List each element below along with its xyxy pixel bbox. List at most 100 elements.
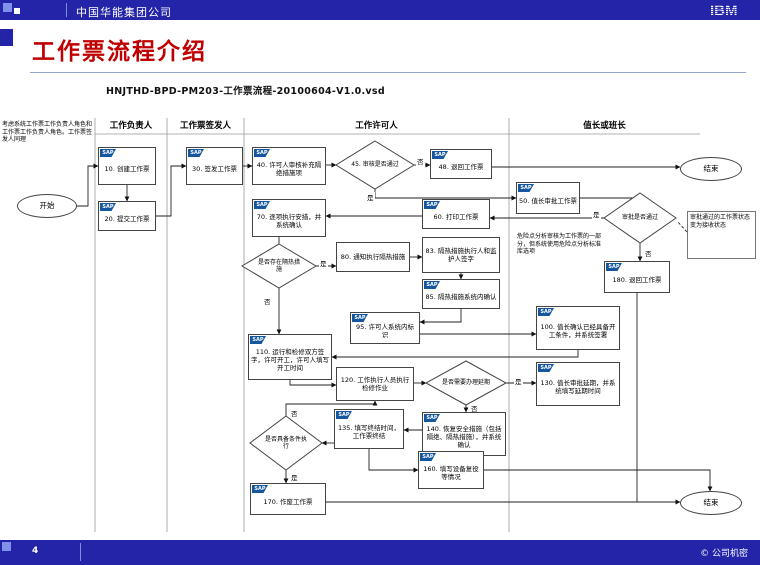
edge-label: 是 <box>592 209 601 219</box>
flow-n85: SAP 85. 隔热措施系统内确认 <box>422 279 500 309</box>
flow-edge <box>77 163 99 207</box>
edge-label: 否 <box>263 296 272 306</box>
edge-label: 否 <box>644 248 653 258</box>
sap-icon: SAP <box>432 151 448 159</box>
title-accent <box>0 29 13 46</box>
flow-label: 10. 创建工作票 <box>104 164 150 173</box>
confidential-label: © 公司机密 <box>700 549 748 559</box>
decor-divider <box>66 3 67 17</box>
flow-edge <box>374 189 517 201</box>
sap-icon: SAP <box>336 411 352 419</box>
flow-edge <box>285 400 378 416</box>
flow-n100: SAP 100. 值长确认已经具备开工条件，并系统签署 <box>536 306 620 350</box>
sap-icon: SAP <box>538 308 554 316</box>
flow-edge <box>368 449 419 473</box>
flow-label: 120. 工作执行人员执行检修作业 <box>340 375 410 392</box>
decor-square-icon <box>14 8 20 14</box>
bottom-bar: 4 © 公司机密 <box>0 540 760 565</box>
sap-icon: SAP <box>424 281 440 289</box>
flow-n48: SAP 48. 退回工作票 <box>430 149 492 179</box>
flow-n170: SAP 170. 作废工作票 <box>250 483 326 515</box>
lane-header-4: 值长或班长 <box>583 121 626 131</box>
flow-n83: 83. 隔热措施执行人和监护人签字 <box>422 237 500 273</box>
flow-label: 85. 隔热措施系统内确认 <box>425 292 497 301</box>
flow-dA: 审批是否通过 <box>604 193 676 243</box>
flow-label: 60. 打印工作票 <box>433 212 479 221</box>
sap-icon: SAP <box>424 414 440 422</box>
flow-label: 开始 <box>39 201 55 211</box>
flow-label: 结束 <box>703 164 719 174</box>
flow-n60: SAP 60. 打印工作票 <box>422 199 490 229</box>
flow-label: 70. 逐项执行安措，并系统确认 <box>256 212 322 229</box>
flow-n30: SAP 30. 签发工作票 <box>186 147 243 185</box>
flow-label: 是否存在隔热措施 <box>257 258 300 274</box>
decision-shape <box>241 243 317 289</box>
flow-noteL: 考虑系统工作票工作负责人角色和工作票工作负责人角色。工作票签发人同理 <box>2 121 92 173</box>
flow-label: 是否需要办理延期 <box>441 379 490 387</box>
flow-end2: 结束 <box>680 491 742 515</box>
flow-dCond: 是否具备条件执行 <box>250 416 322 470</box>
lane-header-1: 工作负责人 <box>109 121 153 131</box>
flow-edge <box>484 469 713 492</box>
sap-icon: SAP <box>100 203 116 211</box>
flow-label: 110. 运行和检修双方签字，许可开工，许可人填写开工时间 <box>251 347 329 373</box>
flow-n80: 80. 通知执行隔热措施 <box>336 242 410 272</box>
ibm-logo-text: IBM <box>710 2 738 18</box>
flow-noteR: 审批通过的工作票状态变为接收状态 <box>687 211 756 259</box>
flow-label: 50. 值长审批工作票 <box>519 196 577 205</box>
flow-label: 结束 <box>703 498 719 508</box>
flow-label: 180. 退回工作票 <box>612 275 662 284</box>
decision-shape <box>335 140 415 190</box>
flow-label: 100. 值长确认已经具备开工条件，并系统签署 <box>540 322 616 339</box>
flow-label: 95. 许可人系统内标识 <box>356 322 414 339</box>
flow-edge <box>419 309 462 325</box>
flow-d45: 45. 审核是否通过 <box>336 141 414 189</box>
flow-edge <box>331 350 579 360</box>
flow-noteM: 危险点分析审核为工作票的一部分，但系统使用危险点分析标准库选项 <box>517 233 603 273</box>
title-rule <box>30 72 746 73</box>
ibm-logo: IBM <box>710 2 738 18</box>
flow-n70: SAP 70. 逐项执行安措，并系统确认 <box>252 199 326 237</box>
edge-label: 否 <box>416 156 425 166</box>
decor-square-icon <box>3 3 12 12</box>
flow-n180: SAP 180. 退回工作票 <box>604 261 670 293</box>
flow-label: 是否具备条件执行 <box>264 435 307 451</box>
sap-icon: SAP <box>252 485 268 493</box>
flow-n130: SAP 130. 值长审批延期，并系统填写延期时间 <box>536 362 620 406</box>
edge-label: 否 <box>290 408 299 418</box>
flow-edge <box>156 163 187 217</box>
sap-icon: SAP <box>254 201 270 209</box>
decision-shape <box>249 415 323 471</box>
decision-shape <box>424 360 508 406</box>
flow-label: 30. 签发工作票 <box>192 164 237 173</box>
top-bar: 中国华能集团公司 IBM <box>0 0 760 20</box>
page-number: 4 <box>32 546 39 556</box>
flow-edge <box>676 220 688 233</box>
sap-icon: SAP <box>188 149 204 157</box>
flow-label: 48. 退回工作票 <box>438 162 484 171</box>
flow-label: 170. 作废工作票 <box>263 497 313 506</box>
edge-label: 否 <box>470 403 479 413</box>
flow-label: 40. 许可人审核补充隔绝措施项 <box>256 160 322 177</box>
flow-label: 83. 隔热措施执行人和监护人签字 <box>425 246 497 263</box>
sap-icon: SAP <box>424 201 440 209</box>
flow-dHeat: 是否存在隔热措施 <box>242 244 316 288</box>
flow-label: 80. 通知执行隔热措施 <box>340 252 406 261</box>
flow-label: 130. 值长审批延期，并系统填写延期时间 <box>540 378 616 395</box>
sap-icon: SAP <box>352 314 368 322</box>
sap-icon: SAP <box>606 263 622 271</box>
lane-header-2: 工作票签发人 <box>179 121 231 131</box>
sap-icon: SAP <box>538 364 554 372</box>
company-name: 中国华能集团公司 <box>76 6 172 19</box>
flow-label: 160. 填写设备复役等情况 <box>423 464 479 481</box>
